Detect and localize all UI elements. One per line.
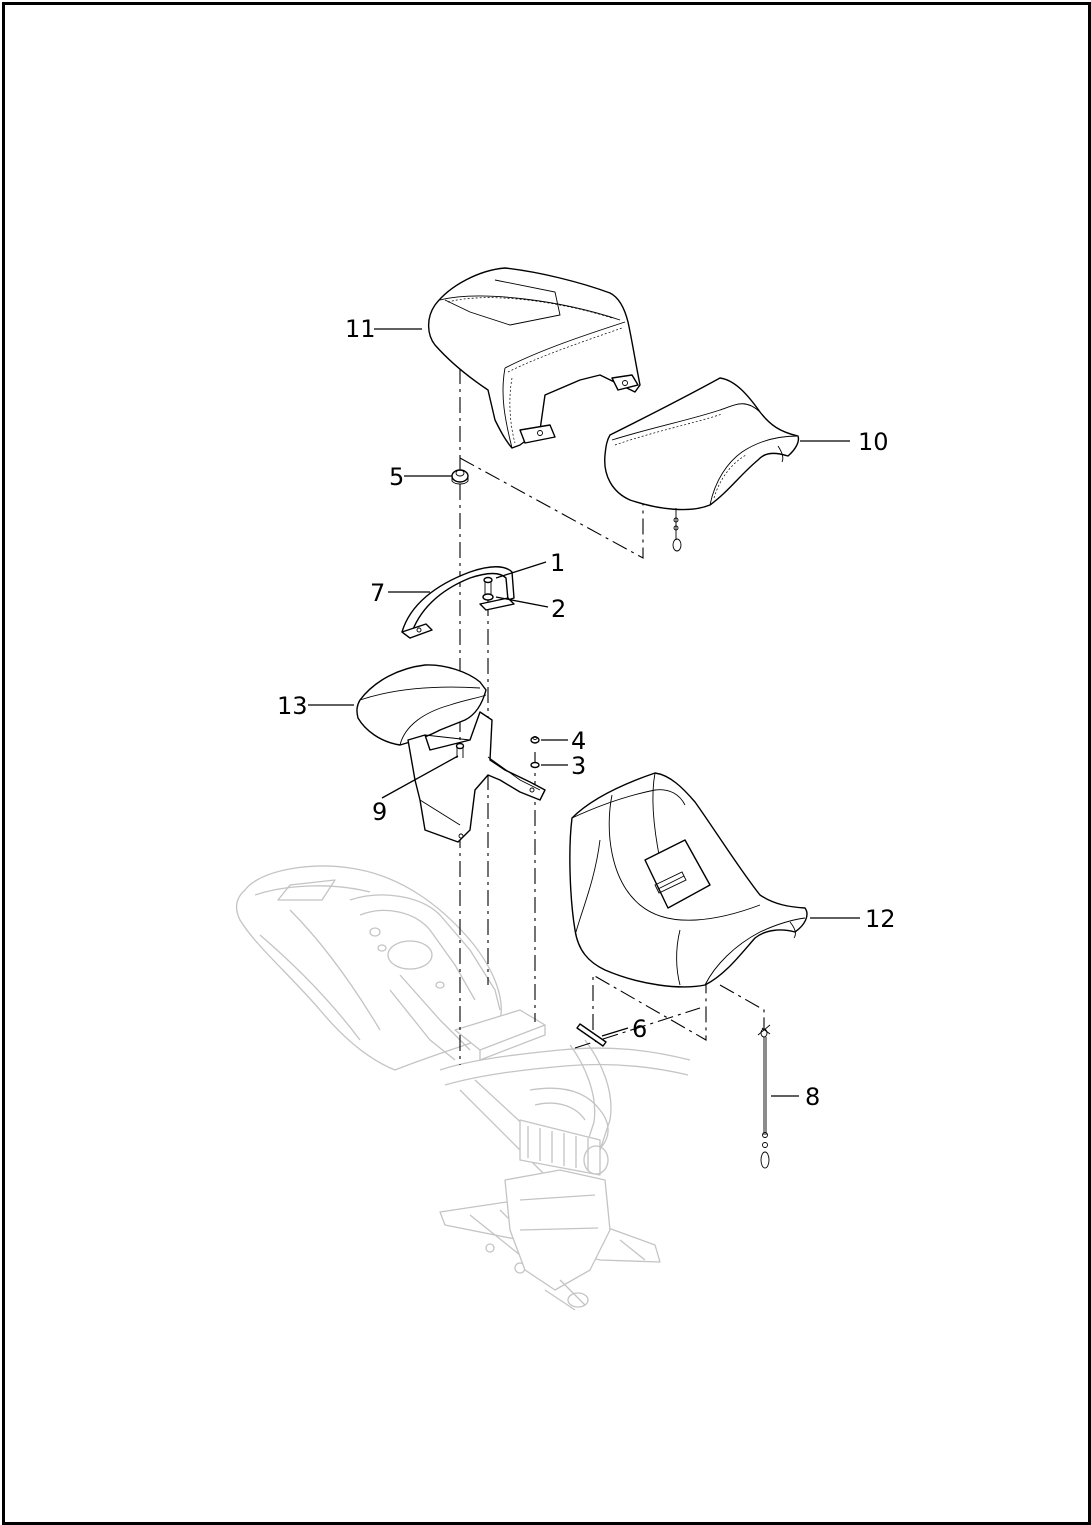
part-6-pin xyxy=(576,1023,607,1047)
callout-10: 10 xyxy=(858,428,889,456)
callout-9: 9 xyxy=(372,798,387,826)
part-3-washer xyxy=(530,761,540,769)
callout-numbers: 1 2 3 4 5 6 7 8 9 10 11 12 13 xyxy=(277,315,896,1111)
part-1-screw xyxy=(483,576,493,594)
callout-13: 13 xyxy=(277,692,308,720)
part-2-washer xyxy=(482,593,494,601)
part-12-rider-seat xyxy=(569,772,808,988)
callout-1: 1 xyxy=(550,549,565,577)
callout-2: 2 xyxy=(551,595,566,623)
part-7-strap xyxy=(401,566,515,639)
callout-7: 7 xyxy=(370,579,385,607)
part-4-nut xyxy=(530,736,540,744)
part-8-tether xyxy=(757,1024,771,1169)
callout-leaders xyxy=(308,328,860,1097)
ghost-rear-frame xyxy=(235,865,691,1311)
part-11-passenger-seat xyxy=(427,267,641,449)
callout-11: 11 xyxy=(345,315,376,343)
callout-5: 5 xyxy=(389,463,404,491)
callout-6: 6 xyxy=(632,1015,647,1043)
callout-4: 4 xyxy=(571,727,586,755)
part-10-solo-seat xyxy=(604,377,800,552)
callout-12: 12 xyxy=(865,905,896,933)
part-13-backrest xyxy=(356,664,546,843)
part-5-nut xyxy=(451,469,469,485)
callout-3: 3 xyxy=(571,752,586,780)
callout-8: 8 xyxy=(805,1083,820,1111)
